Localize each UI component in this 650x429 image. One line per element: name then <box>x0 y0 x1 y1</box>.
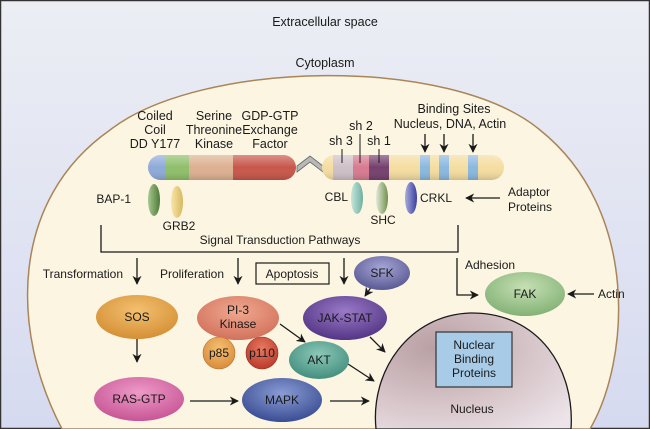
apoptosis-label: Apoptosis <box>266 267 319 281</box>
grb2-label: GRB2 <box>163 219 196 233</box>
serine-kinase-label-1: Serine <box>196 109 232 123</box>
coiled-coil-label-2: Coil <box>144 123 166 137</box>
extracellular-label: Extracellular space <box>272 15 378 29</box>
sh3-label: sh 3 <box>329 134 353 148</box>
jak-stat-label: JAK-STAT <box>318 311 374 325</box>
pi3-label-2: Kinase <box>220 317 257 331</box>
gef-label-2: Exchange <box>242 123 298 137</box>
arrow-jak-to-nucleus <box>369 336 386 353</box>
cbl-label: CBL <box>325 190 349 204</box>
fak-label: FAK <box>514 287 537 301</box>
adaptor-proteins-label-1: Adaptor <box>508 185 550 199</box>
actin-label: Actin <box>598 287 625 301</box>
akt-node: AKT <box>289 341 349 379</box>
sos-node: SOS <box>96 295 178 339</box>
nucleus-label: Nucleus <box>450 402 493 416</box>
sfk-label: SFK <box>370 266 393 280</box>
signal-transduction-bracket <box>100 225 459 253</box>
serine-kinase-label-2: Threonine <box>186 123 242 137</box>
nuclear-binding-proteins-box <box>435 331 513 388</box>
ras-gtp-label: RAS-GTP <box>112 392 165 406</box>
binding-sites-subtitle: Nucleus, DNA, Actin <box>394 117 507 131</box>
sfk-node: SFK <box>354 256 410 290</box>
fak-node: FAK <box>485 272 565 316</box>
transformation-label: Transformation <box>43 267 123 281</box>
arrow-pi3-to-akt <box>279 323 306 343</box>
nuclear-box-line-3: Proteins <box>452 366 496 380</box>
shc-adaptor <box>376 182 388 214</box>
p85-label: p85 <box>209 346 229 360</box>
coiled-coil-label-1: Coiled <box>137 109 172 123</box>
adaptor-proteins-label-2: Proteins <box>508 200 552 214</box>
mapk-label: MAPK <box>265 393 299 407</box>
signal-transduction-label: Signal Transduction Pathways <box>200 233 361 247</box>
bap1-adaptor <box>148 184 160 216</box>
arrow-adhesion <box>456 258 479 300</box>
bcr-domain-labels: Coiled Coil DD Y177 Serine Threonine Kin… <box>130 109 299 151</box>
sos-label: SOS <box>124 310 149 324</box>
bcr-protein-bar <box>148 155 296 180</box>
serine-kinase-label-3: Kinase <box>195 137 233 151</box>
jak-stat-node: JAK-STAT <box>303 296 387 340</box>
nuclear-box-line-1: Nuclear <box>453 338 494 352</box>
arrow-akt-to-nucleus <box>347 363 375 382</box>
pi3-kinase-node: PI-3 Kinase <box>197 296 279 340</box>
sh2-label: sh 2 <box>349 119 373 133</box>
nuclear-box-line-2: Binding <box>454 352 494 366</box>
coiled-coil-label-3: DD Y177 <box>130 137 181 151</box>
cbl-adaptor <box>351 182 363 214</box>
ras-gtp-node: RAS-GTP <box>94 377 184 421</box>
mapk-node: MAPK <box>242 378 322 422</box>
crkl-label: CRKL <box>420 191 452 205</box>
sh1-label: sh 1 <box>367 134 391 148</box>
crkl-adaptor <box>405 182 417 214</box>
cytoplasm-label: Cytoplasm <box>295 56 354 70</box>
p110-label: p110 <box>249 346 275 360</box>
p85-node: p85 <box>202 336 236 370</box>
adhesion-label: Adhesion <box>465 258 515 272</box>
gef-label-1: GDP-GTP <box>242 109 299 123</box>
pi3-label-1: PI-3 <box>227 303 249 317</box>
shc-label: SHC <box>370 213 396 227</box>
gef-label-3: Factor <box>252 137 287 151</box>
bap1-label: BAP-1 <box>96 192 131 206</box>
grb2-adaptor <box>171 186 183 218</box>
abl-protein-bar <box>322 155 504 180</box>
akt-label: AKT <box>307 353 331 367</box>
p110-node: p110 <box>245 336 279 370</box>
apoptosis-box <box>255 262 330 285</box>
proliferation-label: Proliferation <box>160 267 224 281</box>
binding-sites-title: Binding Sites <box>418 102 491 116</box>
